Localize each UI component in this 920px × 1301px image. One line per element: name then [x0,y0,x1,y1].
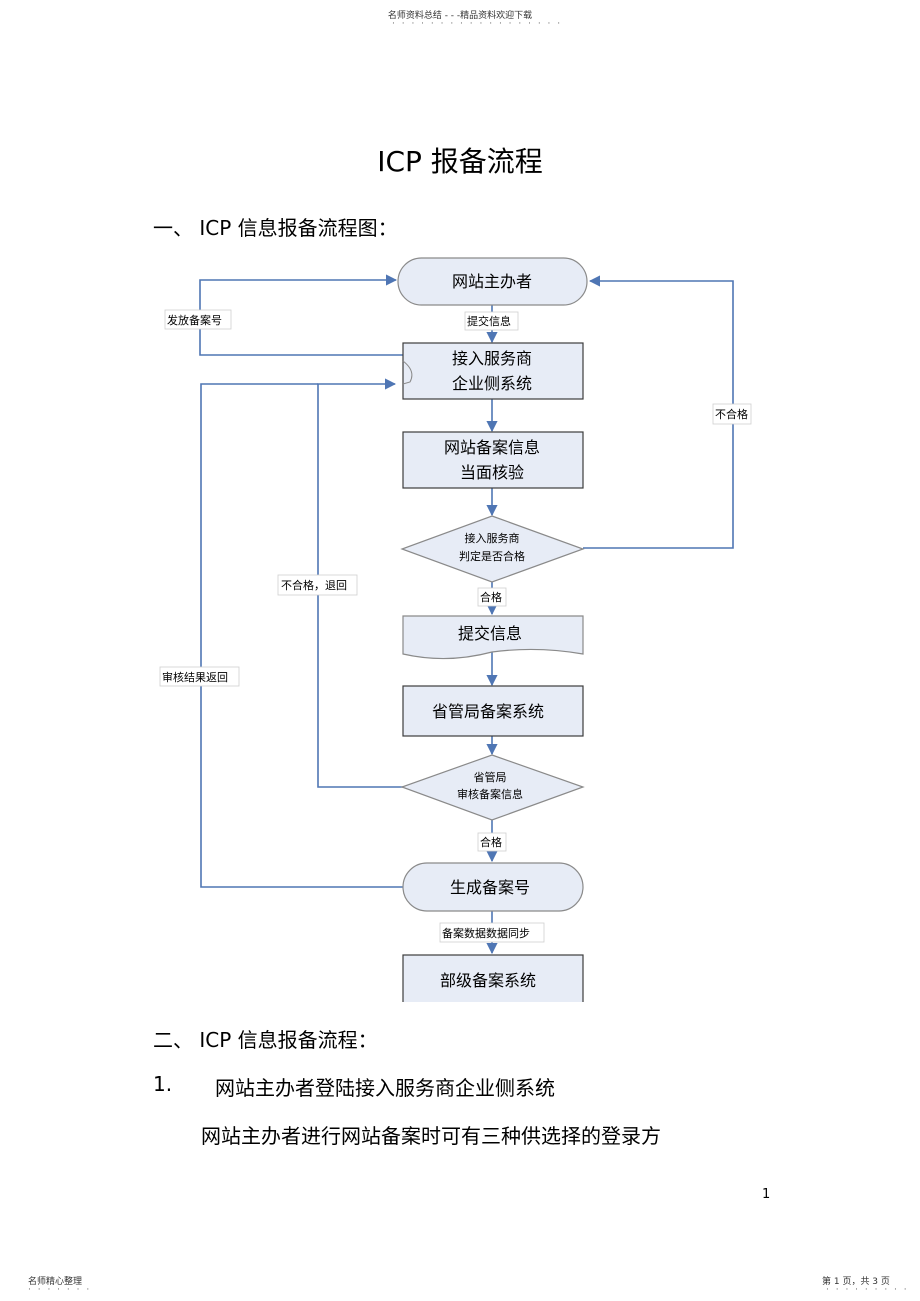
node-review-label-2: 审核备案信息 [457,787,523,801]
footer-page-count: 第 1 页，共 3 页 [822,1277,890,1287]
node-judge-label-2: 判定是否合格 [459,549,525,563]
node-isp-label-1: 接入服务商 [452,349,532,368]
review-return-line [200,383,403,888]
node-verify-label-2: 当面核验 [460,463,524,482]
section-1-heading: 一、 ICP 信息报备流程图： [153,216,398,240]
footer-left-text: 名师精心整理 [28,1277,83,1287]
list-item-text: 网站主办者登陆接入服务商企业侧系统 [215,1076,555,1100]
unqualified-line [583,275,734,549]
node-isp-label-2: 企业侧系统 [452,374,532,393]
node-ministry [402,954,584,1002]
footer-right-dots: · · · · · · · · · [826,1285,909,1295]
node-sponsor-label: 网站主办者 [452,272,532,291]
node-isp [402,342,584,400]
label-submit-info: 提交信息 [467,314,511,328]
node-review [400,754,585,821]
node-judge-label-1: 接入服务商 [465,531,520,545]
node-generate [402,862,584,912]
label-sync: 备案数据数据同步 [442,926,530,940]
node-verify [402,431,584,489]
node-ministry-label: 部级备案系统 [440,971,536,990]
node-generate-label: 生成备案号 [450,878,530,897]
list-item-number: 1. [153,1072,173,1096]
footer-left-dots: · · · · · · · [28,1285,92,1295]
body-paragraph: 网站主办者进行网站备案时可有三种供选择的登录方 [201,1124,661,1148]
label-qualified-1: 合格 [480,590,502,604]
node-provincial [402,685,584,737]
label-unqualified: 不合格 [715,407,748,421]
label-review-return: 审核结果返回 [162,670,228,684]
node-provincial-label: 省管局备案系统 [432,702,544,721]
label-qualified-2: 合格 [480,835,502,849]
node-verify-label-1: 网站备案信息 [444,438,540,457]
page-number: 1 [762,1187,771,1202]
node-judge [400,515,585,583]
node-review-label-1: 省管局 [474,770,507,784]
label-issue-number: 发放备案号 [167,313,222,327]
node-sponsor [397,257,588,306]
isp-corner-curve [402,360,413,385]
section-2-heading: 二、 ICP 信息报备流程： [153,1028,378,1052]
label-unqualified-return: 不合格，退回 [281,578,347,592]
document-title: ICP 报备流程 [377,145,543,178]
header-dots: · · · · · · · · · · · · · · · · · · [392,19,563,29]
node-submit-label: 提交信息 [458,624,522,643]
page-header: 名师资料总结 - - -精品资料欢迎下载 [387,11,533,21]
node-submit [402,615,584,660]
